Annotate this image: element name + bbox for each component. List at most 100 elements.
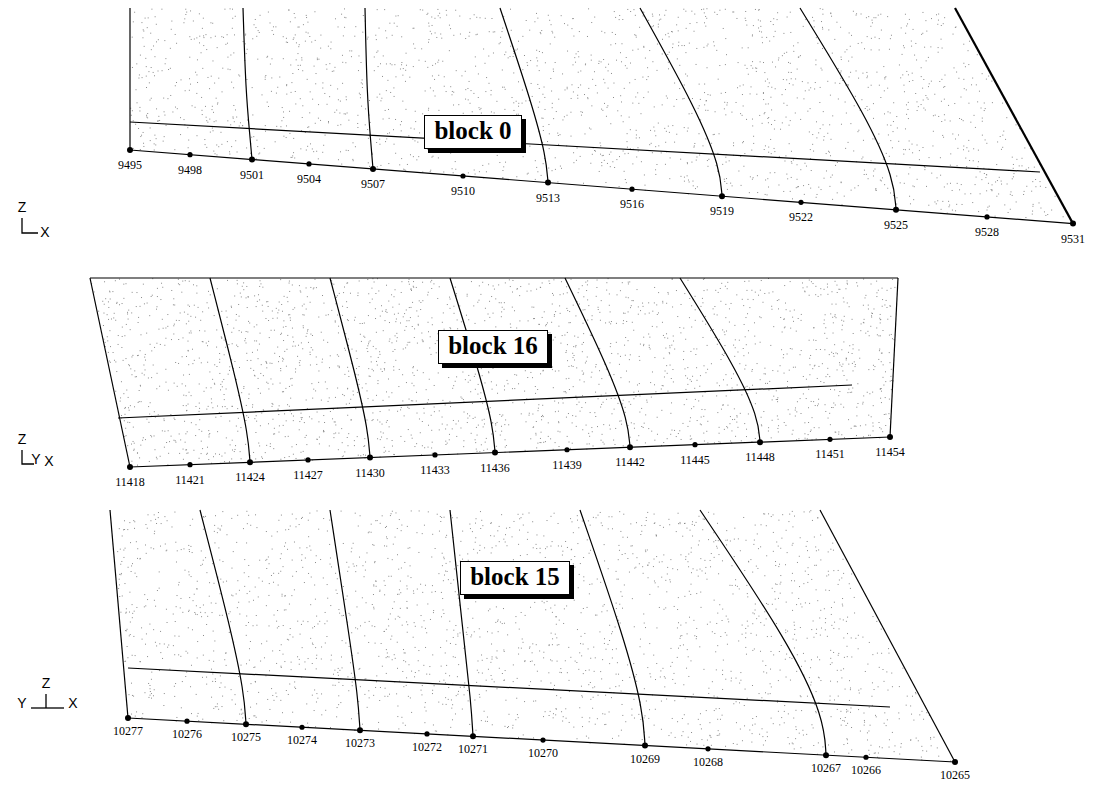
- stipple-dot: [202, 68, 203, 69]
- stipple-dot: [180, 134, 181, 135]
- stipple-dot: [144, 46, 145, 47]
- stipple-dot: [401, 130, 402, 131]
- stipple-dot: [684, 177, 685, 178]
- stipple-dot: [537, 65, 538, 66]
- stipple-dot: [328, 46, 329, 47]
- stipple-dot: [188, 140, 189, 141]
- stipple-dot: [687, 163, 688, 164]
- stipple-dot: [592, 154, 593, 155]
- stipple-dot: [573, 162, 574, 163]
- stipple-dot: [832, 175, 833, 176]
- stipple-dot: [386, 37, 387, 38]
- stipple-dot: [531, 83, 532, 84]
- stipple-dot: [527, 65, 528, 66]
- stipple-dot: [1032, 211, 1033, 212]
- stipple-dot: [315, 83, 316, 84]
- stipple-dot: [473, 93, 474, 94]
- stipple-dot: [485, 91, 486, 92]
- stipple-dot: [770, 139, 771, 140]
- stipple-dot: [577, 98, 578, 99]
- mesh-line: [130, 150, 1073, 224]
- stipple-dot: [813, 151, 814, 152]
- stipple-dot: [655, 174, 656, 175]
- stipple-dot: [190, 84, 191, 85]
- stipple-dot: [755, 9, 756, 10]
- stipple-dot: [188, 147, 189, 148]
- stipple-dot: [537, 171, 538, 172]
- stipple-dot: [917, 110, 918, 111]
- stipple-dot: [858, 185, 859, 186]
- stipple-dot: [478, 97, 479, 98]
- stipple-dot: [719, 10, 720, 11]
- stipple-dot: [662, 53, 663, 54]
- stipple-dot: [1001, 181, 1002, 182]
- stipple-dot: [824, 178, 825, 179]
- stipple-dot: [475, 56, 476, 57]
- mesh-line: [500, 8, 548, 183]
- stipple-dot: [957, 183, 958, 184]
- grid-point: [187, 152, 192, 157]
- stipple-dot: [391, 64, 392, 65]
- stipple-dot: [760, 26, 761, 27]
- stipple-dot: [965, 66, 966, 67]
- stipple-dot: [768, 122, 769, 123]
- stipple-dot: [479, 107, 480, 108]
- stipple-dot: [351, 56, 352, 57]
- stipple-dot: [849, 32, 850, 33]
- stipple-dot: [227, 120, 228, 121]
- stipple-dot: [233, 105, 234, 106]
- stipple-dot: [948, 201, 949, 202]
- stipple-dot: [121, 415, 122, 416]
- stipple-dot: [175, 85, 176, 86]
- stipple-dot: [692, 98, 693, 99]
- stipple-dot: [539, 70, 540, 71]
- stipple-dot: [216, 144, 217, 145]
- stipple-dot: [413, 28, 414, 29]
- stipple-dot: [196, 74, 197, 75]
- stipple-dot: [402, 101, 403, 102]
- stipple-dot: [714, 12, 715, 13]
- stipple-dot: [340, 151, 341, 152]
- stipple-dot: [344, 113, 345, 114]
- stipple-dot: [427, 67, 428, 68]
- stipple-dot: [243, 41, 244, 42]
- stipple-dot: [872, 138, 873, 139]
- stipple-dot: [345, 114, 346, 115]
- stipple-dot: [209, 119, 210, 120]
- stipple-dot: [873, 118, 874, 119]
- stipple-dot: [476, 34, 477, 35]
- stipple-dot: [548, 15, 549, 16]
- stipple-dot: [506, 151, 507, 152]
- stipple-dot: [970, 122, 971, 123]
- stipple-dot: [822, 48, 823, 49]
- stipple-dot: [784, 160, 785, 161]
- stipple-dot: [707, 45, 708, 46]
- stipple-dot: [344, 8, 345, 9]
- stipple-dot: [701, 9, 702, 10]
- stipple-dot: [986, 143, 987, 144]
- stipple-dot: [476, 17, 477, 18]
- stipple-dot: [786, 117, 787, 118]
- stipple-dot: [823, 124, 824, 125]
- stipple-dot: [768, 86, 769, 87]
- stipple-dot: [535, 160, 536, 161]
- stipple-dot: [272, 30, 273, 31]
- stipple-dot: [746, 429, 747, 430]
- stipple-dot: [458, 104, 459, 105]
- stipple-dot: [283, 111, 284, 112]
- stipple-dot: [446, 10, 447, 11]
- stipple-dot: [982, 73, 983, 74]
- stipple-dot: [686, 28, 687, 29]
- stipple-dot: [672, 31, 673, 32]
- stipple-dot: [746, 119, 747, 120]
- stipple-dot: [791, 163, 792, 164]
- stipple-dot: [881, 30, 882, 31]
- stipple-dot: [851, 57, 852, 58]
- stipple-dot: [317, 59, 318, 60]
- stipple-dot: [912, 152, 913, 153]
- stipple-dot: [804, 194, 805, 195]
- stipple-dot: [379, 94, 380, 95]
- stipple-dot: [832, 115, 833, 116]
- stipple-dot: [149, 82, 150, 83]
- stipple-dot: [252, 114, 253, 115]
